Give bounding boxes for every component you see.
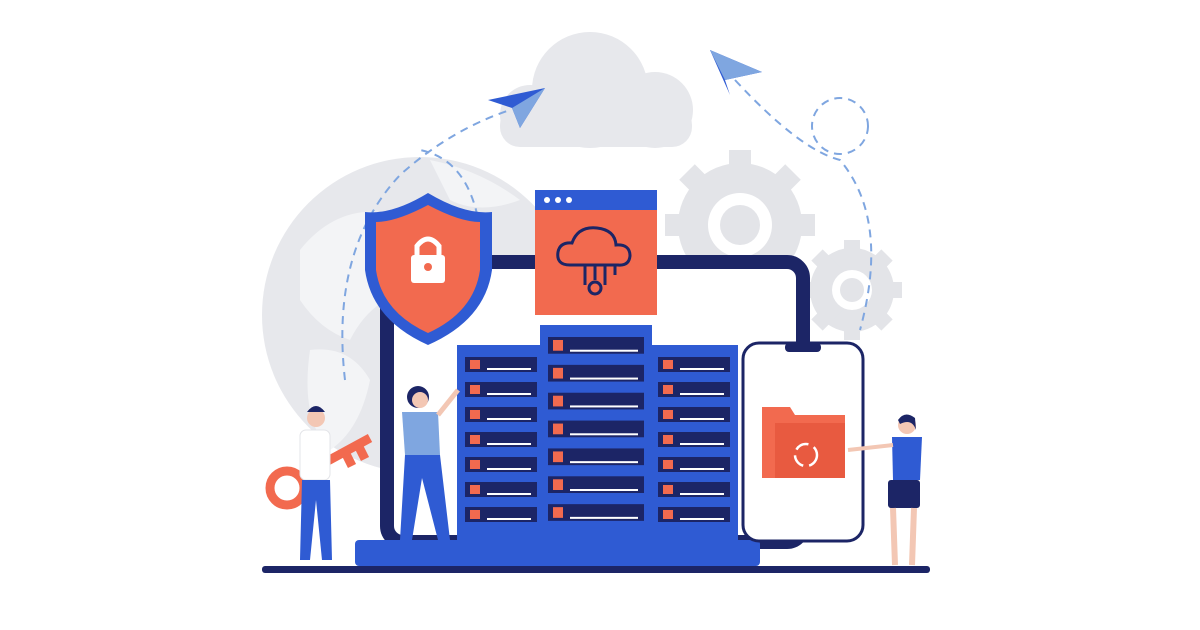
server-line: [487, 443, 531, 445]
server-unit: [548, 504, 644, 521]
server-line: [680, 393, 724, 395]
server-led: [470, 410, 480, 419]
server-line: [570, 489, 638, 491]
shield-lock-icon: [365, 193, 492, 345]
person-pointing-phone: [847, 414, 922, 566]
server-led: [553, 367, 563, 379]
server-line: [680, 368, 724, 370]
server-led: [470, 360, 480, 369]
server-led: [663, 510, 673, 519]
server-line: [570, 516, 638, 519]
server-led: [553, 479, 563, 490]
server-unit: [548, 364, 644, 382]
paper-plane-icon: [710, 50, 762, 95]
server-led: [470, 485, 480, 494]
browser-window: [535, 190, 657, 315]
server-unit: [548, 337, 644, 354]
smartphone-icon: [741, 341, 865, 543]
server-led: [470, 385, 480, 394]
server-line: [570, 405, 638, 408]
server-led: [663, 410, 673, 419]
server-led: [553, 451, 563, 463]
person-with-key: [265, 406, 373, 560]
server-led: [663, 485, 673, 494]
server-line: [487, 418, 531, 420]
server-line: [487, 393, 531, 395]
folder-sync-icon: [762, 407, 845, 478]
small-gear-icon: [802, 240, 902, 340]
server-unit: [548, 448, 644, 466]
server-line: [680, 443, 724, 445]
cloud-icon: [500, 32, 693, 148]
server-unit: [548, 392, 644, 410]
server-line: [680, 493, 724, 495]
server-led: [663, 385, 673, 394]
server-line: [570, 433, 638, 436]
server-line: [680, 418, 724, 420]
person-touching-server: [400, 386, 460, 540]
server-line: [680, 468, 724, 470]
server-unit: [548, 420, 644, 438]
server-led: [470, 460, 480, 469]
server-led: [553, 507, 563, 518]
server-line: [487, 518, 531, 520]
server-line: [570, 461, 638, 464]
server-line: [570, 377, 638, 380]
server-led: [470, 435, 480, 444]
server-line: [487, 368, 531, 370]
cloud-network-icon: [556, 226, 632, 296]
server-led: [553, 340, 563, 351]
server-led: [663, 460, 673, 469]
server-led: [553, 423, 563, 435]
server-line: [487, 468, 531, 470]
server-rack-icon: [457, 325, 738, 540]
server-line: [570, 349, 638, 352]
server-line: [680, 518, 724, 520]
server-line: [487, 493, 531, 495]
server-led: [663, 435, 673, 444]
server-led: [663, 360, 673, 369]
server-unit: [548, 476, 644, 493]
server-led: [470, 510, 480, 519]
server-led: [553, 395, 563, 407]
paper-plane-icon: [488, 88, 545, 128]
